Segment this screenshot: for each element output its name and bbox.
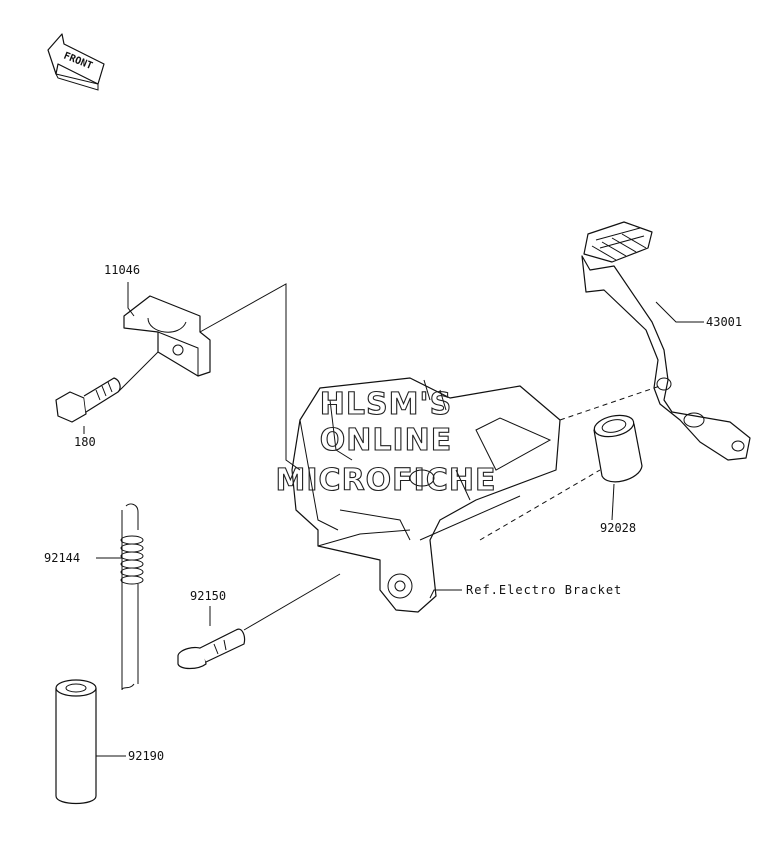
part-number-11046: 11046 (104, 263, 140, 277)
pivot-bolt-part (177, 628, 246, 670)
part-number-92028: 92028 (600, 521, 636, 535)
bracket-part (123, 295, 211, 377)
callout-lines (83, 282, 704, 757)
ref-electro-bracket-label: Ref.Electro Bracket (466, 583, 622, 597)
part-number-43001: 43001 (706, 315, 742, 329)
part-number-92144: 92144 (44, 551, 80, 565)
assembly-lines (117, 283, 661, 631)
part-number-92190: 92190 (128, 749, 164, 763)
collar-part (55, 679, 97, 805)
brake-pedal-part (581, 221, 751, 461)
part-number-92150: 92150 (190, 589, 226, 603)
spring-part (120, 503, 144, 691)
electro-bracket-part (291, 377, 561, 613)
watermark-line-2: ONLINE (320, 423, 453, 458)
part-number-180: 180 (74, 435, 96, 449)
watermark: HLSM'S ONLINE MICROFICHE (275, 386, 497, 498)
watermark-line-3: MICROFICHE (276, 463, 497, 498)
bushing-part (593, 414, 643, 483)
bolt-part (55, 377, 121, 423)
watermark-line-1: HLSM'S (320, 387, 452, 422)
front-arrow-icon: FRONT (47, 33, 105, 91)
